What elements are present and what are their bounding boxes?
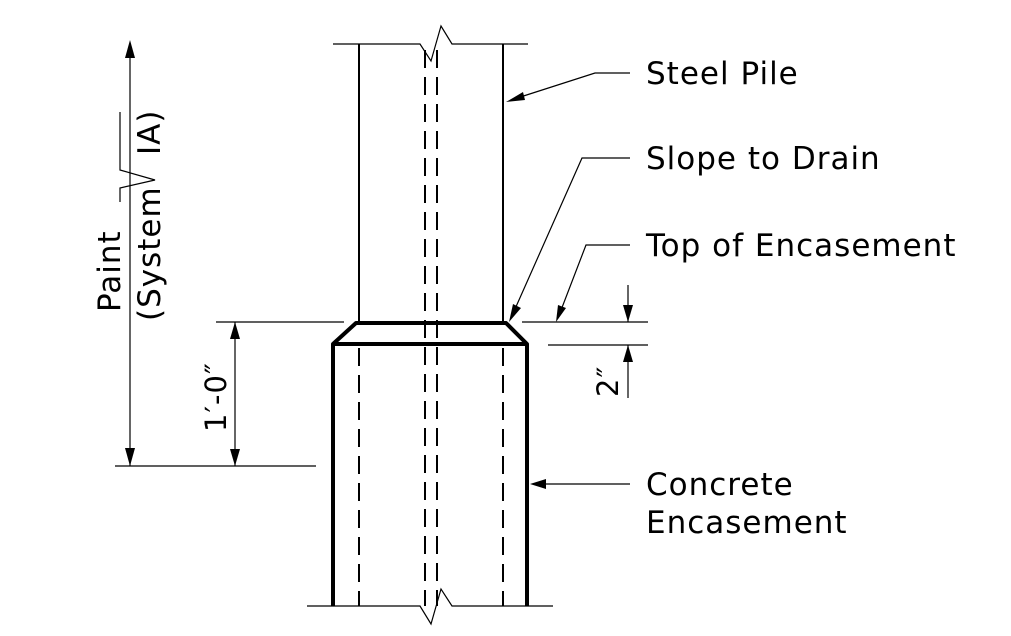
finish-symbol — [119, 112, 156, 202]
concrete-encasement — [307, 321, 553, 626]
steel-pile — [333, 24, 528, 606]
leader-top-of-encasement — [556, 244, 630, 322]
dimension-1ft: 1′-0″ — [199, 362, 233, 432]
label-concrete-line2: Encasement — [646, 505, 848, 541]
paint-arrow-top — [125, 40, 135, 58]
leader-slope-to-drain — [509, 157, 630, 322]
paint-label: Paint — [92, 230, 128, 312]
paint-system-prefix: (System — [132, 186, 168, 321]
leader-steel-pile — [506, 72, 630, 102]
paint-system-suffix: IA) — [132, 110, 168, 155]
label-steel-pile: Steel Pile — [646, 56, 799, 92]
slope-drop-dimension — [522, 285, 648, 398]
paint-callout: Paint (System IA) — [92, 110, 168, 321]
dimension-2in: 2″ — [591, 366, 625, 397]
label-slope-to-drain: Slope to Drain — [646, 141, 881, 177]
bottom-break-line — [307, 587, 553, 626]
top-break-line — [333, 24, 528, 63]
paint-extent-dimension — [115, 40, 316, 467]
leader-concrete-encasement — [530, 479, 630, 489]
paint-arrow-bottom — [125, 448, 135, 466]
label-concrete-line1: Concrete — [646, 467, 794, 503]
label-top-of-encasement: Top of Encasement — [645, 228, 956, 264]
encasement-height-dimension — [216, 321, 344, 466]
